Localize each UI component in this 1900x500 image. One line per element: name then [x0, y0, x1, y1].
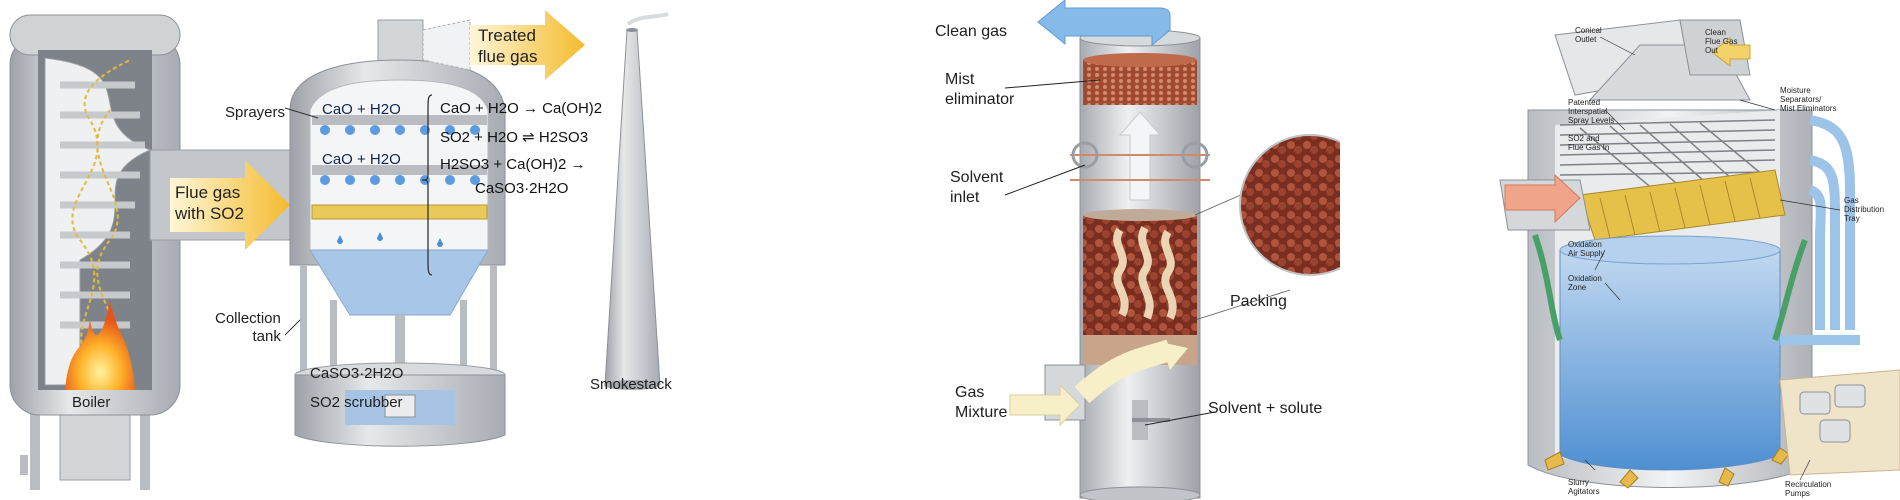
packing-closeup [1239, 134, 1340, 276]
spray-tower-illustration [1499, 19, 1900, 489]
conical-outlet-label: Conical Outlet [1575, 26, 1602, 44]
oxidation-zone-label: Oxidation Zone [1568, 274, 1602, 292]
moisture-separators-label: Moisture Separators/ Mist Eliminators [1780, 86, 1837, 113]
clean-gas-out-arrow [1711, 36, 1751, 68]
flue-gas-in-arrow [1504, 173, 1581, 224]
equation-brace [421, 94, 433, 276]
spray-levels-label: Patented Interspatial Spray Levels [1568, 98, 1615, 125]
gas-distribution-tray-label: Gas Distribution Tray [1844, 196, 1885, 223]
collection-tank-label: Collection tank [215, 310, 281, 345]
solvent-inlet-label: Solvent inlet [950, 169, 1004, 206]
so2-flue-gas-in-label: SO2 and Flue Gas In [1568, 134, 1610, 152]
product-label: CaSO3·2H2O [310, 365, 404, 382]
spray-label-top: CaO + H2O [322, 101, 401, 118]
oxidation-air-supply-label: Oxidation Air Supply [1568, 240, 1605, 258]
packed-column-diagram: Clean gas Mist eliminator Solvent inlet … [870, 0, 1340, 500]
spray-tower [1499, 19, 1900, 489]
boiler-label: Boiler [72, 394, 111, 411]
packing-label: Packing [1230, 293, 1287, 310]
so2-scrubber [289, 19, 506, 447]
recirculation-pumps-label: Recirculation Pumps [1785, 480, 1832, 498]
solvent-solute-label: Solvent + solute [1208, 400, 1323, 417]
flue-gas-label: Flue gas with SO2 [175, 183, 244, 223]
equation-1: CaO + H2O → Ca(OH)2 [440, 100, 603, 117]
clean-gas-label: Clean gas [935, 23, 1008, 40]
equation-3: H2SO3 + Ca(OH)2 → [440, 156, 586, 173]
packed-column-illustration [1004, 0, 1340, 500]
spray-label-bottom: CaO + H2O [322, 151, 401, 168]
packed-column [1009, 0, 1340, 500]
flue-gas-arrow [170, 160, 290, 250]
smokestack-label: Smokestack [590, 376, 672, 393]
treated-gas-label: Treated flue gas [478, 26, 538, 66]
spray-tower-diagram: Conical Outlet Clean Flue Gas Out Moistu… [1380, 0, 1900, 500]
scrubber-label: SO2 scrubber [310, 394, 403, 411]
flue-gas-scrubber-diagram: CaO + H2O CaO + H2O CaO + H2O → Ca(OH)2 … [0, 0, 840, 500]
treated-gas-arrow [470, 10, 585, 80]
slurry-agitators-label: Slurry Agitators [1568, 478, 1600, 496]
mist-eliminator-label: Mist eliminator [945, 71, 1015, 108]
clean-gas-arrow [1037, 0, 1171, 47]
clean-flue-gas-out-label: Clean Flue Gas Out [1705, 28, 1738, 55]
sprayers-label: Sprayers [225, 104, 286, 121]
scrubber-illustration [9, 10, 669, 490]
gas-mixture-label: Gas Mixture [955, 384, 1008, 421]
smokestack [604, 12, 669, 390]
equation-3-product: CaSO3·2H2O [475, 180, 569, 197]
equation-2: SO2 + H2O ⇌ H2SO3 [440, 129, 589, 146]
gas-mixture-arrow [1009, 383, 1081, 427]
boiler [9, 14, 181, 490]
